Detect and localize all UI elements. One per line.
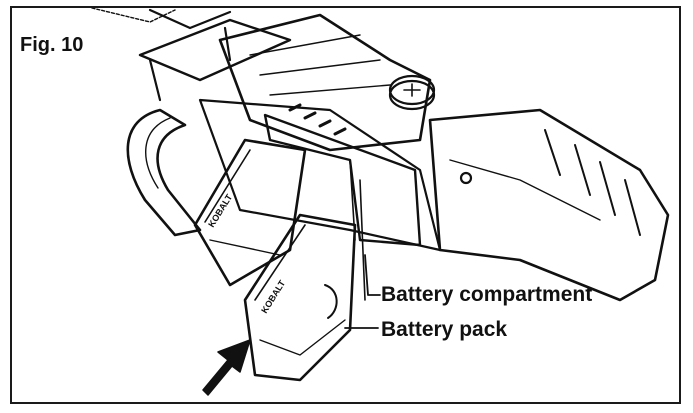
motor-housing — [198, 13, 442, 252]
front-handle — [126, 18, 292, 237]
battery-pack-label: Battery pack — [381, 318, 508, 341]
battery-brand-mark-lower: KOBALT — [259, 278, 287, 315]
oil-cap — [388, 74, 436, 111]
rear-handle — [428, 108, 670, 302]
insertion-arrow-icon — [202, 339, 251, 396]
figure-label: Fig. 10 — [20, 34, 84, 56]
battery-compartment-label: Battery compartment — [381, 283, 593, 306]
compartment-leader-line — [364, 254, 381, 296]
guide-bar — [91, 8, 232, 30]
battery-pack: KOBALT — [243, 213, 357, 382]
